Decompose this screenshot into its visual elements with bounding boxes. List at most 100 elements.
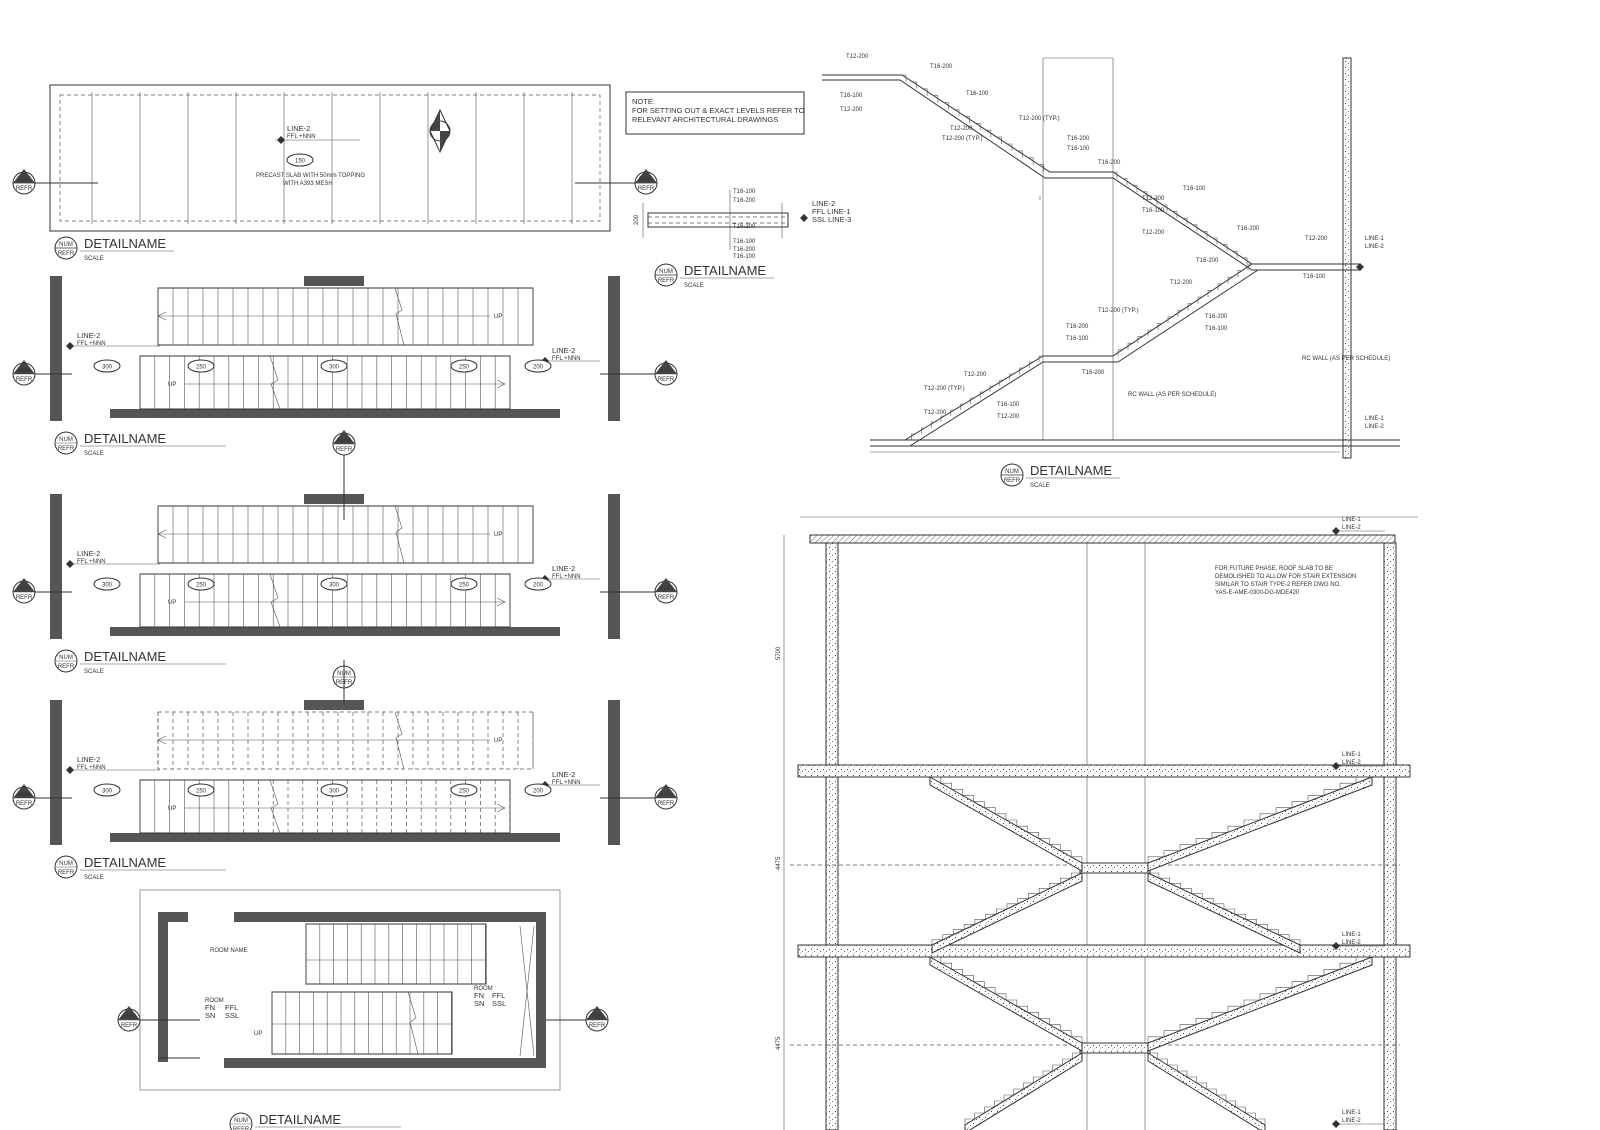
- level-line-label: LINE-2: [77, 331, 100, 340]
- dimension-value: 300: [329, 789, 340, 795]
- level-marker-icon: [1332, 762, 1340, 770]
- svg-text:REFR: REFR: [658, 278, 675, 284]
- rebar-label: T12-200: [1142, 196, 1165, 202]
- marker-num: NUM: [17, 586, 31, 592]
- mid-landing: [1079, 1042, 1151, 1054]
- detail-title: DETAILNAME: [259, 1112, 341, 1127]
- break-line: [407, 991, 419, 1055]
- rebar-label: T16-100: [997, 402, 1020, 408]
- future-note-line: SIMILAR TO STAIR TYPE-2 REFER DWG NO.: [1215, 582, 1341, 588]
- step-nosing: [902, 74, 907, 82]
- marker-arrow: [13, 578, 35, 592]
- svg-text:NUM: NUM: [639, 177, 653, 183]
- height-dim: 4475: [776, 1036, 782, 1050]
- rebar-label: T16-100: [966, 91, 989, 97]
- step-nosing: [1177, 309, 1182, 317]
- level-ffl-label: FFL +NNN: [77, 559, 106, 565]
- rebar-label: T12-200: [840, 107, 863, 113]
- step-nosing: [1233, 250, 1238, 258]
- rc-wall-note: RC WALL (AS PER SCHEDULE): [1302, 356, 1390, 362]
- section-flights: [929, 776, 1373, 1130]
- bar-label: T16-100: [733, 239, 756, 245]
- step-nosing: [1157, 323, 1162, 330]
- marker-refr: REFR: [658, 801, 675, 807]
- stair-flight: [1147, 1052, 1266, 1130]
- thickness-bubble: [286, 153, 314, 167]
- break-line: [269, 355, 281, 410]
- marker-num: NUM: [59, 655, 73, 661]
- rebar-label: T12-200: [950, 126, 973, 132]
- arrow-head: [496, 379, 506, 389]
- level-marker-icon: [66, 560, 74, 568]
- level-ffl-label: FFL +NNN: [77, 765, 106, 771]
- marker-refr: REFR: [121, 1023, 138, 1029]
- level-marker-icon: [1332, 942, 1340, 950]
- rebar-label: T16-200: [1067, 136, 1090, 142]
- landing-beam: [304, 494, 364, 504]
- rebar-labels: T12-200T16-100T12-200T16-200T16-100T12-2…: [840, 54, 1328, 440]
- dimension-value: 250: [196, 583, 207, 589]
- marker-num: NUM: [59, 861, 73, 867]
- flight-outline: [157, 287, 534, 346]
- step-nosing: [986, 129, 992, 138]
- landing-section-detail: T16-100 T16-200 T16-100 T16-200 T16-200 …: [634, 189, 851, 289]
- scale-label: SCALE: [84, 875, 104, 881]
- height-dim: 4475: [776, 856, 782, 870]
- dimension-bubble: [320, 577, 348, 591]
- marker-num: NUM: [122, 1014, 136, 1020]
- level-label: LINE-1: [1365, 236, 1384, 242]
- break-line: [269, 779, 281, 834]
- step-nosing: [912, 81, 917, 89]
- step-nosing: [940, 415, 945, 422]
- step-nosing: [1197, 296, 1202, 304]
- stair-flight: [929, 776, 1083, 872]
- core-wall: [234, 912, 546, 922]
- reinforcement-section-detail: T12-200T16-100T12-200T16-200T16-100T12-2…: [822, 54, 1400, 489]
- level-ffl-label: FFL +NNN: [77, 341, 106, 347]
- precast-panel-joints: [91, 92, 573, 224]
- ssl-label: SSL: [492, 999, 506, 1008]
- waist-slab: [929, 956, 1083, 1052]
- step-nosing: [976, 123, 981, 131]
- mid-landing: [1079, 862, 1151, 874]
- marker-arrow: [586, 1006, 608, 1020]
- section-marker-icon: NUM REFR: [12, 169, 36, 195]
- dimension-value: 200: [533, 365, 544, 371]
- svg-text:NUM: NUM: [659, 269, 673, 275]
- svg-text:NUM: NUM: [59, 242, 73, 248]
- dimension-value: 250: [459, 789, 470, 795]
- detail-title-block: NUM REFR DETAILNAME SCALE: [1000, 463, 1120, 489]
- marker-refr: REFR: [589, 1023, 606, 1029]
- step-nosing: [911, 433, 916, 440]
- detail-title: DETAILNAME: [84, 855, 166, 870]
- level-label: LINE-1: [1342, 932, 1361, 938]
- level-label: LINE-1: [1342, 517, 1361, 523]
- upper-flight: UP: [157, 287, 534, 346]
- marker-arrow: [655, 360, 677, 374]
- ffl-label: FFL: [492, 991, 505, 1000]
- marker-arrow: [118, 1006, 140, 1020]
- svg-text:SCALE: SCALE: [1030, 483, 1050, 489]
- level-ffl-label: FFL +NNN: [552, 574, 581, 580]
- section-marker-icon: NUM REFR: [634, 169, 658, 195]
- floor-slab: [110, 409, 560, 418]
- up-label: UP: [494, 738, 502, 744]
- level-marker-icon: [1332, 1120, 1340, 1128]
- level-label: LINE-2: [1365, 244, 1384, 250]
- dimension-bubble: [320, 783, 348, 797]
- step-nosing: [1137, 336, 1142, 344]
- marker-refr: REFR: [658, 595, 675, 601]
- level-label: LINE-2: [1342, 1118, 1361, 1124]
- level-label: LINE-2: [1342, 525, 1361, 531]
- rebar-label: T12-200 (TYP.): [1019, 116, 1060, 122]
- detail-title: DETAILNAME: [84, 236, 166, 251]
